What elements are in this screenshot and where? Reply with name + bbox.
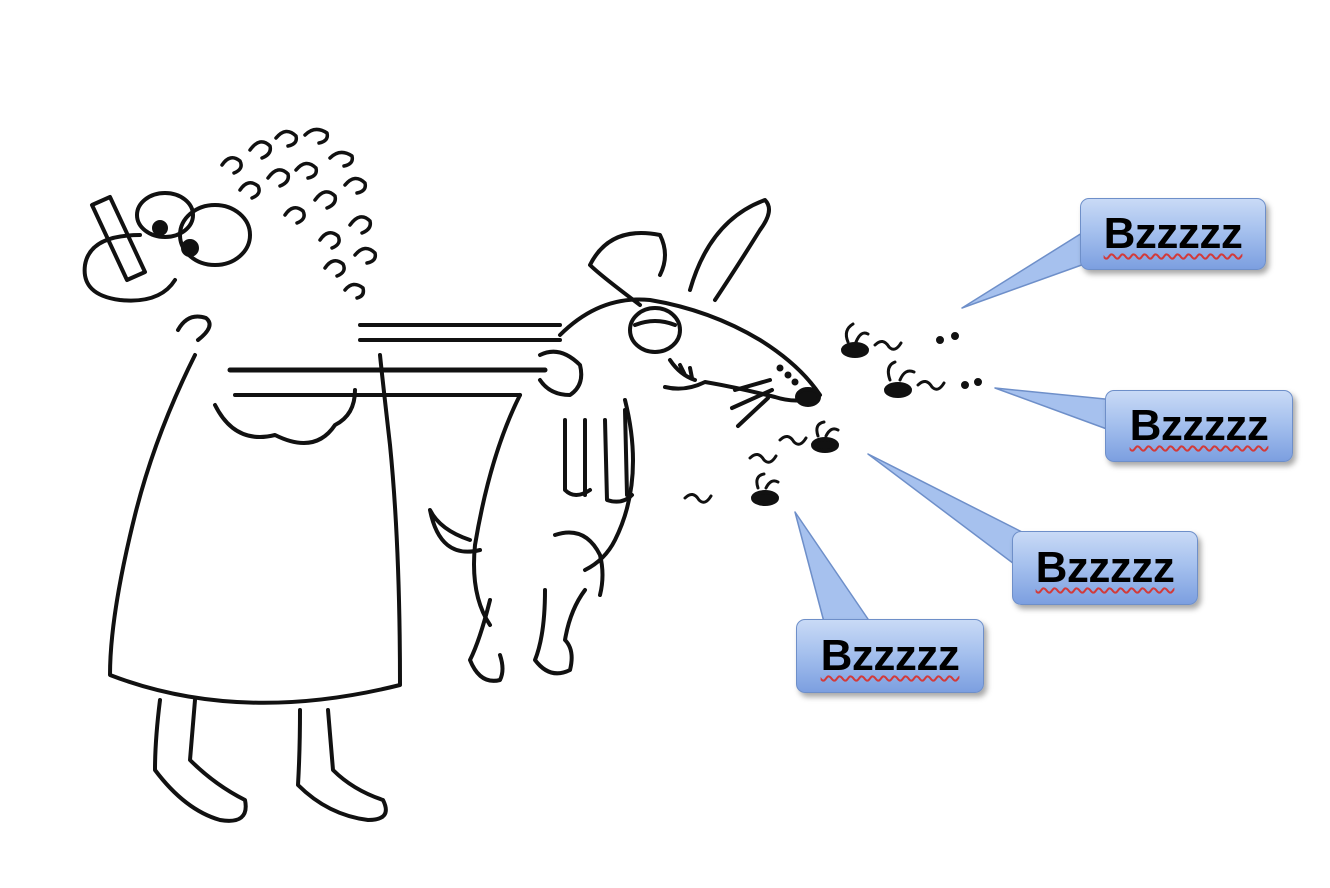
callout-bubble-1: Bzzzzz	[1080, 198, 1266, 270]
woman-face	[82, 233, 177, 303]
callout-tails	[794, 227, 1116, 623]
dog-nose	[795, 387, 821, 407]
fly-icon	[683, 453, 780, 506]
dog-body	[472, 393, 522, 627]
woman-ear	[176, 314, 212, 342]
callout-tail	[794, 511, 871, 623]
woman-leg-left	[153, 698, 248, 823]
callout-bubble-2: Bzzzzz	[1105, 390, 1293, 462]
callout-text: Bzzzzz	[820, 631, 960, 680]
woman-figure	[82, 127, 562, 823]
fly-icon	[884, 360, 982, 398]
dog-head	[558, 297, 822, 403]
dog-tail	[428, 508, 482, 554]
woman-glasses-left	[135, 191, 195, 239]
woman-dress	[108, 353, 402, 705]
callout-bubble-3: Bzzzzz	[1012, 531, 1198, 605]
woman-hair	[220, 127, 378, 300]
callout-tail	[961, 227, 1091, 309]
callout-text: Bzzzzz	[1129, 401, 1269, 450]
callout-tail	[994, 387, 1116, 433]
callout-tail	[867, 453, 1023, 571]
fly-icon	[841, 322, 959, 358]
dog-ear-left	[588, 231, 667, 307]
woman-glasses-right	[178, 203, 252, 267]
dog-leg-back-right	[533, 588, 587, 676]
callout-bubble-4: Bzzzzz	[796, 619, 984, 693]
flies	[683, 322, 982, 506]
callout-text: Bzzzzz	[1035, 543, 1175, 592]
cigarette	[90, 195, 147, 282]
dog-figure	[428, 198, 822, 683]
woman-leg-right	[296, 708, 388, 822]
dog-leg-back-left	[468, 598, 505, 683]
callout-text: Bzzzzz	[1103, 209, 1243, 258]
fly-icon	[778, 420, 840, 453]
dog-eye	[628, 306, 682, 354]
dog-ear-right	[688, 198, 771, 302]
